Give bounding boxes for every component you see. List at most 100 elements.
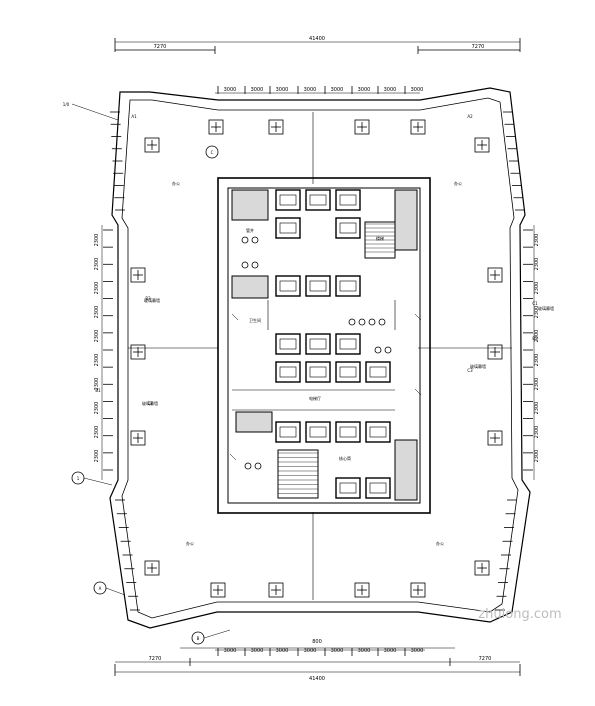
dim-text-bay-bottom: 3000	[304, 648, 317, 654]
column	[130, 267, 146, 283]
elevator-car	[339, 338, 357, 350]
dim-text-side-right: 2300	[534, 330, 540, 343]
dim-text-side-left: 2300	[94, 378, 100, 391]
column	[354, 582, 370, 598]
dim-text-bay-top: 3000	[331, 87, 344, 93]
dim-text-bay-bottom: 3000	[358, 648, 371, 654]
elevator-shaft	[335, 333, 361, 355]
toilet-fixture	[374, 346, 382, 354]
elevator-shaft	[365, 361, 391, 383]
elevator-shaft	[335, 275, 361, 297]
elevator-shaft	[275, 361, 301, 383]
grid-ref: B1	[95, 388, 101, 393]
elevator-shaft	[365, 421, 391, 443]
dim-text-side-left: 2300	[94, 234, 100, 247]
dim-text-bay-top: 3000	[411, 87, 424, 93]
leader-line	[83, 477, 113, 486]
core-inner	[227, 187, 421, 504]
dim-text-side-right: 2300	[534, 282, 540, 295]
elevator-shaft	[335, 361, 361, 383]
toilet-fixture	[251, 236, 259, 244]
dim-text-top-left: 7270	[154, 44, 167, 50]
dim-text-side-left: 2300	[94, 258, 100, 271]
elevator-car	[309, 366, 327, 378]
room-label-office-sw: 办公	[186, 540, 194, 546]
door-swing	[231, 313, 239, 321]
column	[210, 582, 226, 598]
toilet-fixture	[368, 318, 376, 326]
elevator-shaft	[275, 333, 301, 355]
dim-text-side-right: 2300	[534, 402, 540, 415]
dim-text-side-right: 2300	[534, 234, 540, 247]
room-label-toilet: 卫生间	[249, 317, 261, 323]
dim-text-side-left: 2300	[94, 354, 100, 367]
dim-text-bay-bottom: 3000	[411, 648, 424, 654]
toilet-fixture	[251, 261, 259, 269]
plan-linework	[71, 38, 535, 676]
dim-text-bay-bottom: 3000	[384, 648, 397, 654]
column	[268, 582, 284, 598]
dim-text-bottom-mid: 800	[312, 639, 322, 645]
stair-lower	[277, 449, 319, 499]
column	[144, 560, 160, 576]
grid-ref: C1	[532, 301, 538, 306]
toilet-fixture	[348, 318, 356, 326]
elevator-shaft	[275, 275, 301, 297]
elevator-car	[369, 366, 387, 378]
elevator-shaft	[335, 217, 361, 239]
dim-text-bottom-left: 7270	[149, 656, 162, 662]
room-label-stair: 楼梯	[376, 235, 384, 241]
building-outline-outer	[109, 87, 531, 629]
dim-text-side-left: 2300	[94, 306, 100, 319]
side-note: 玻璃幕墙	[144, 297, 160, 303]
elevator-car	[339, 222, 357, 234]
elevator-shaft	[335, 421, 361, 443]
leader-line	[105, 587, 126, 596]
elevator-shaft	[365, 477, 391, 499]
shaft-block	[235, 411, 273, 433]
leader-line	[203, 629, 231, 639]
dim-text-bottom-overall: 41400	[309, 676, 325, 682]
column	[410, 119, 426, 135]
elevator-car	[309, 426, 327, 438]
column	[487, 267, 503, 283]
elevator-shaft	[335, 477, 361, 499]
elevator-shaft	[305, 361, 331, 383]
elevator-car	[279, 194, 297, 206]
elevator-car	[309, 194, 327, 206]
room-label-core: 核心筒	[339, 455, 351, 461]
building-outline-inner	[121, 97, 519, 619]
column	[474, 560, 490, 576]
room-label-office-nw: 办公	[172, 180, 180, 186]
watermark: zhulong.com	[478, 607, 561, 622]
dim-text-side-left: 2300	[94, 426, 100, 439]
column	[410, 582, 426, 598]
grid-ref: C3	[467, 368, 473, 373]
dim-text-bay-top: 3000	[384, 87, 397, 93]
dim-text-bay-top: 3000	[358, 87, 371, 93]
toilet-fixture	[244, 462, 252, 470]
column	[487, 344, 503, 360]
room-label-office-se: 办公	[436, 540, 444, 546]
toilet-fixture	[384, 346, 392, 354]
elevator-car	[279, 366, 297, 378]
toilet-fixture	[241, 261, 249, 269]
dim-text-side-left: 2300	[94, 402, 100, 415]
shaft-block	[231, 275, 269, 299]
axis-bubble-label: B	[197, 636, 200, 641]
dim-text-side-right: 2300	[534, 450, 540, 463]
elevator-shaft	[305, 189, 331, 211]
room-label-lobby: 电梯厅	[309, 395, 321, 401]
dim-text-side-right: 2300	[534, 378, 540, 391]
corner-tag: 1/0	[63, 102, 70, 107]
elevator-shaft	[275, 189, 301, 211]
dim-text-side-right: 2300	[534, 354, 540, 367]
toilet-fixture	[241, 236, 249, 244]
axis-bubble-label: A	[99, 586, 102, 591]
elevator-car	[339, 194, 357, 206]
side-note: 玻璃幕墙	[538, 305, 554, 311]
dim-text-bay-bottom: 3000	[224, 648, 237, 654]
column	[130, 430, 146, 446]
